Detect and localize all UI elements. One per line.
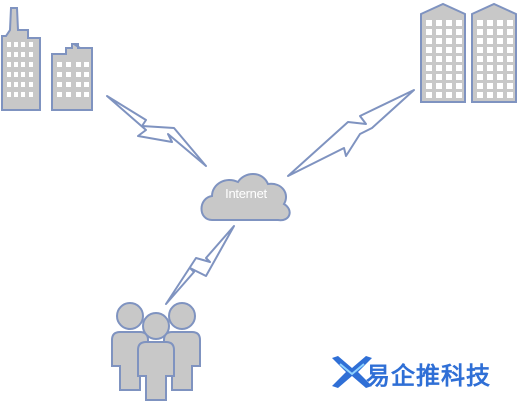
building-window bbox=[497, 20, 503, 26]
building-window bbox=[436, 47, 442, 53]
building-window bbox=[477, 38, 483, 44]
building-window bbox=[436, 20, 442, 26]
lightning-link-left bbox=[106, 95, 207, 167]
building-window bbox=[507, 74, 513, 80]
building-window bbox=[487, 56, 493, 62]
building-window bbox=[426, 29, 432, 35]
cloud-icon bbox=[200, 173, 291, 222]
building-window bbox=[456, 92, 462, 98]
building-window bbox=[456, 29, 462, 35]
building-window bbox=[497, 83, 503, 89]
building-window bbox=[497, 29, 503, 35]
building-window bbox=[446, 74, 452, 80]
building-window bbox=[436, 56, 442, 62]
building-window bbox=[497, 65, 503, 71]
building-window bbox=[497, 92, 503, 98]
building-window bbox=[477, 92, 483, 98]
building-window bbox=[477, 83, 483, 89]
building-window bbox=[497, 74, 503, 80]
building-window bbox=[507, 29, 513, 35]
building-window bbox=[507, 20, 513, 26]
building-window bbox=[446, 92, 452, 98]
building-window bbox=[446, 65, 452, 71]
people-group-icon bbox=[111, 302, 201, 401]
building-window bbox=[477, 56, 483, 62]
internet-label: Internet bbox=[225, 186, 267, 201]
building-window bbox=[487, 29, 493, 35]
lightning-link-bottom bbox=[165, 225, 235, 305]
building-window bbox=[477, 47, 483, 53]
building-window bbox=[436, 83, 442, 89]
building-window bbox=[446, 20, 452, 26]
building-window bbox=[456, 74, 462, 80]
building-window bbox=[436, 92, 442, 98]
building-window bbox=[497, 38, 503, 44]
building-window bbox=[426, 83, 432, 89]
building-window bbox=[436, 29, 442, 35]
building-window bbox=[446, 83, 452, 89]
building-window bbox=[426, 65, 432, 71]
building-window bbox=[487, 38, 493, 44]
building-window bbox=[446, 38, 452, 44]
building-window bbox=[456, 38, 462, 44]
building-window bbox=[456, 20, 462, 26]
building-window bbox=[487, 74, 493, 80]
building-window bbox=[507, 65, 513, 71]
building-window bbox=[456, 56, 462, 62]
building-window bbox=[446, 29, 452, 35]
tall-buildings-icon bbox=[420, 2, 517, 103]
building-window bbox=[426, 92, 432, 98]
building-window bbox=[487, 92, 493, 98]
building-window bbox=[507, 56, 513, 62]
building-window bbox=[426, 74, 432, 80]
building-window bbox=[426, 56, 432, 62]
building-window bbox=[426, 47, 432, 53]
building-window bbox=[497, 56, 503, 62]
building-window bbox=[477, 20, 483, 26]
building-window bbox=[436, 38, 442, 44]
building-window bbox=[507, 83, 513, 89]
building-window bbox=[446, 56, 452, 62]
building-window bbox=[456, 65, 462, 71]
building-window bbox=[507, 92, 513, 98]
building-window bbox=[487, 20, 493, 26]
building-window bbox=[487, 47, 493, 53]
building-window bbox=[487, 65, 493, 71]
building-window bbox=[477, 65, 483, 71]
lightning-link-right bbox=[287, 89, 415, 177]
building-window bbox=[456, 83, 462, 89]
building-window bbox=[446, 47, 452, 53]
building-window bbox=[507, 47, 513, 53]
building-window bbox=[477, 74, 483, 80]
brand-logo-icon bbox=[332, 356, 372, 388]
building-window bbox=[426, 20, 432, 26]
office-buildings-icon bbox=[1, 7, 93, 111]
brand-watermark-text: 易企推科技 bbox=[366, 362, 491, 390]
building-window bbox=[497, 47, 503, 53]
building-window bbox=[436, 65, 442, 71]
building-window bbox=[456, 47, 462, 53]
building-window bbox=[436, 74, 442, 80]
building-window bbox=[487, 83, 493, 89]
building-window bbox=[426, 38, 432, 44]
building-window bbox=[477, 29, 483, 35]
building-window bbox=[507, 38, 513, 44]
